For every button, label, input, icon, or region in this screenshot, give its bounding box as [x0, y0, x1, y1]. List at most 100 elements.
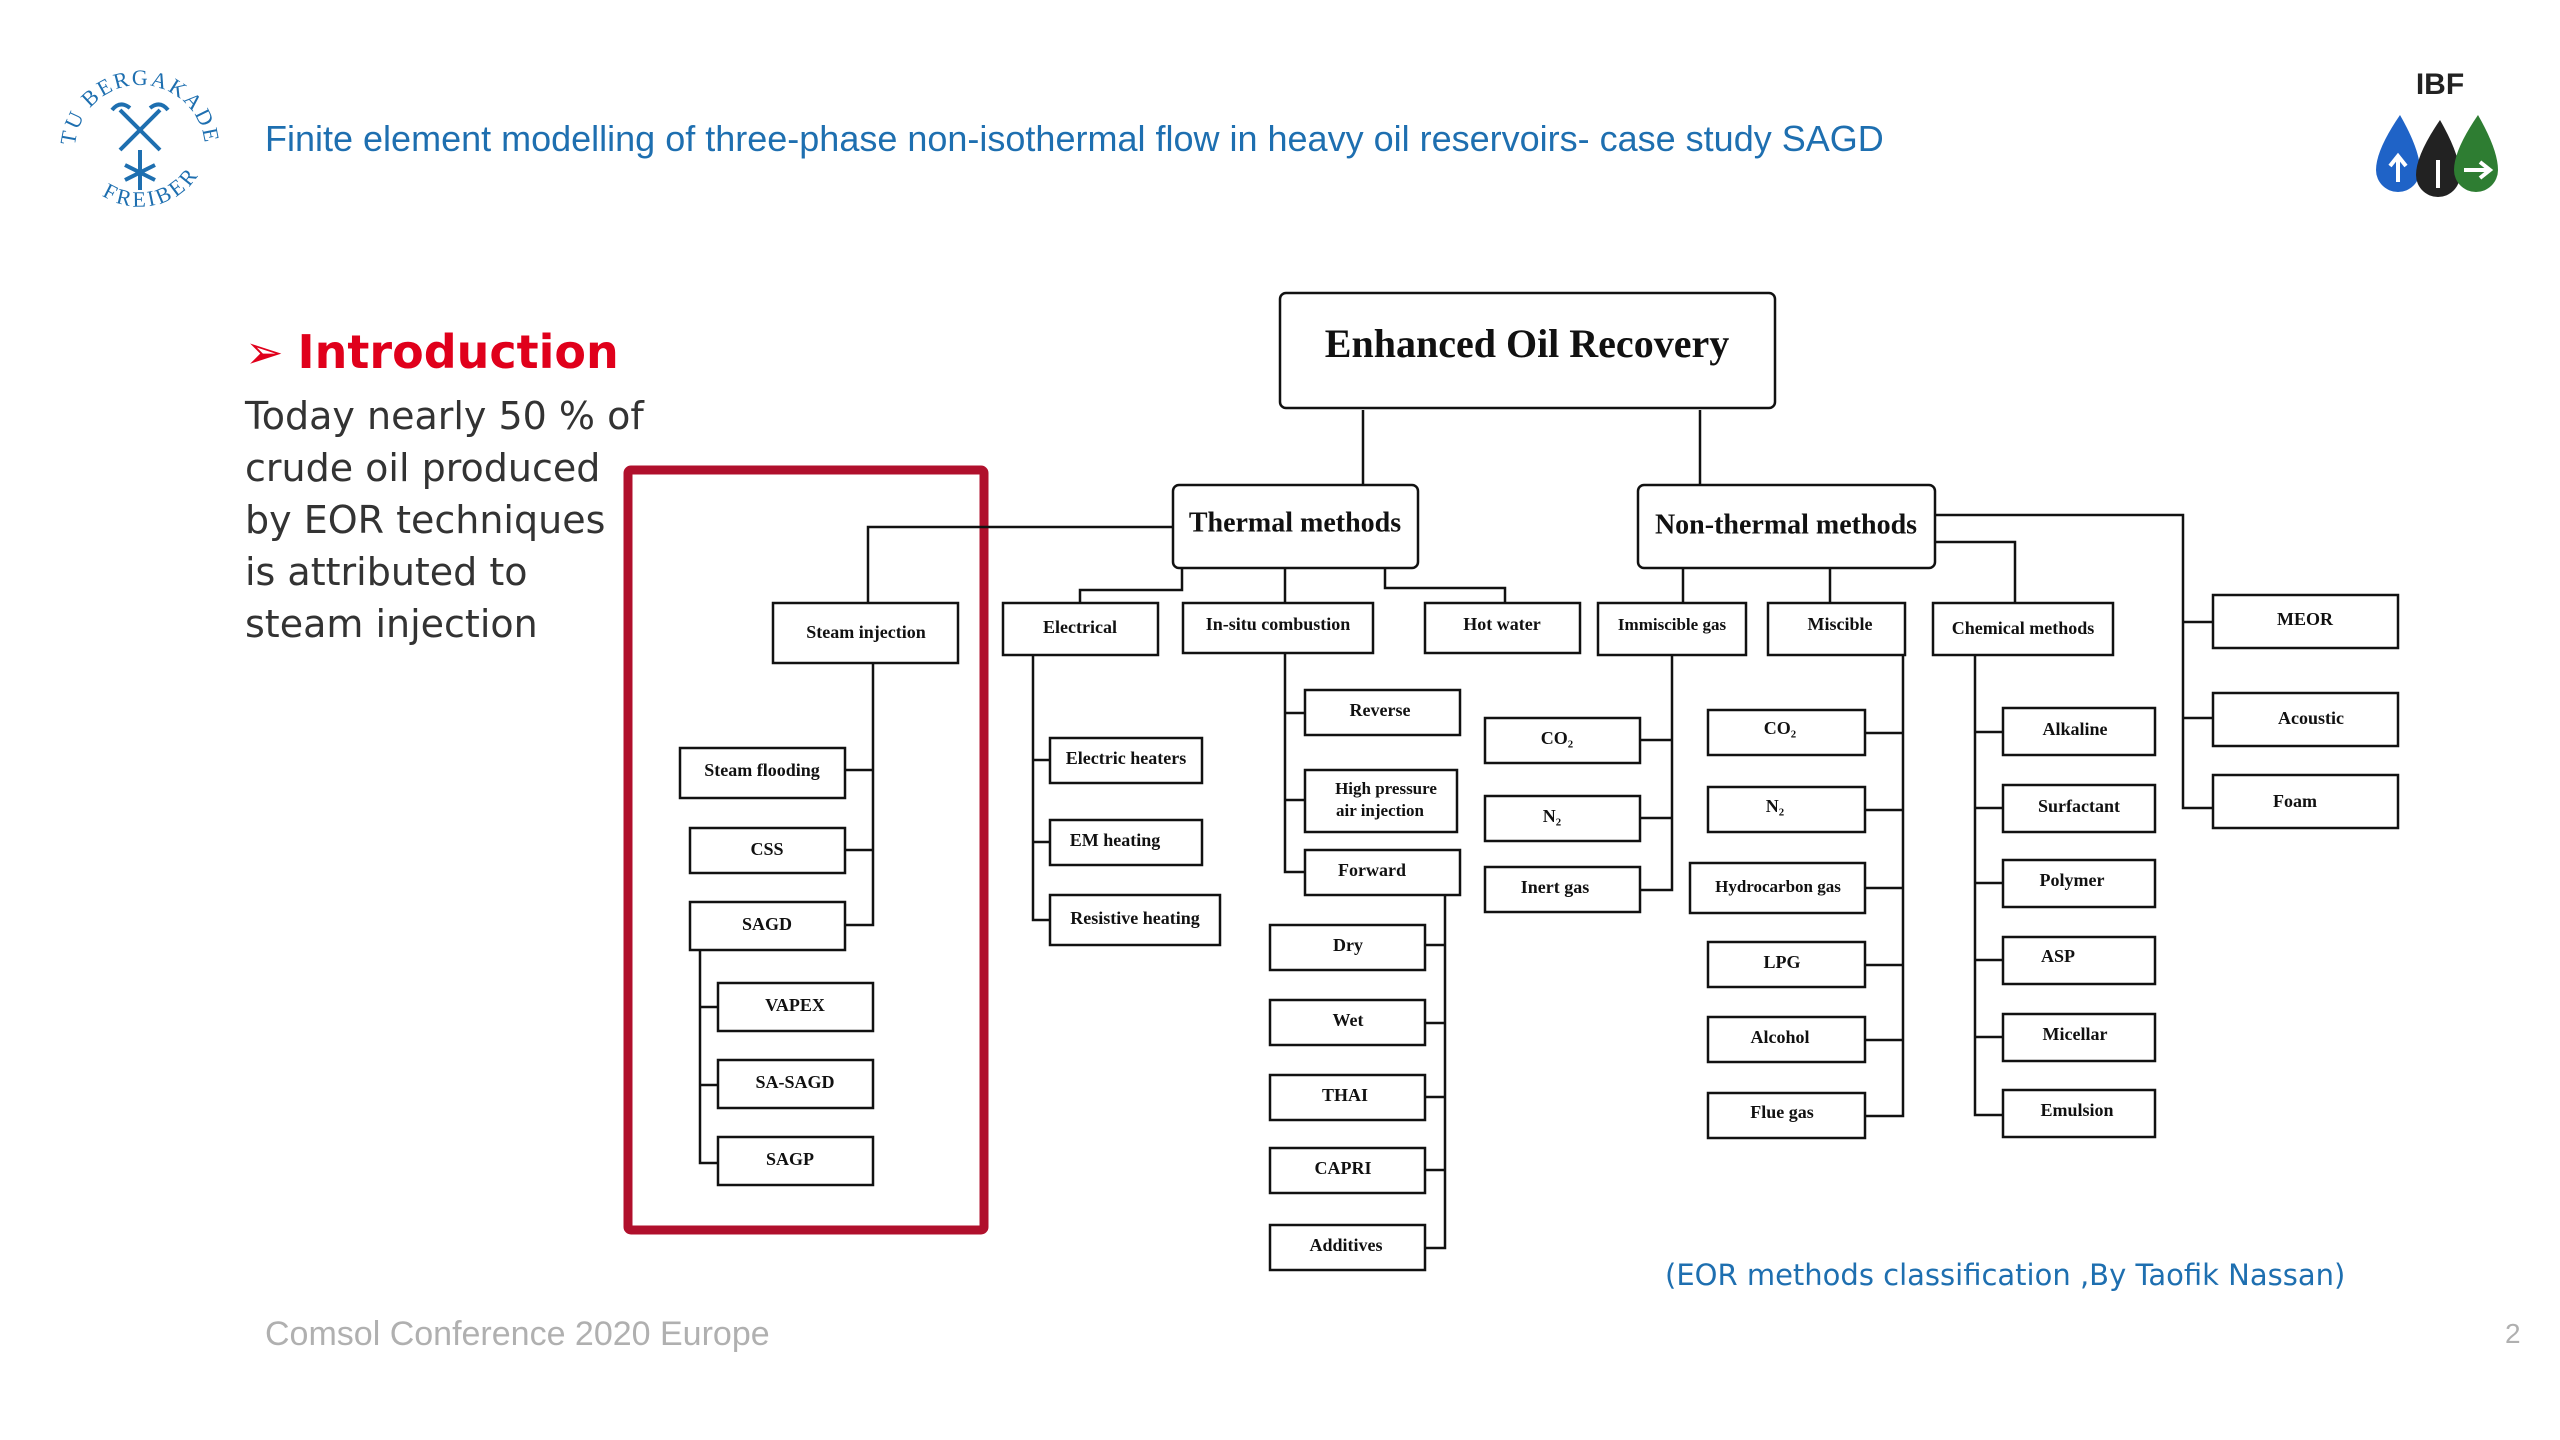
node-in-situ-combustion: In-situ combustion — [1181, 601, 1375, 655]
presentation-title: Finite element modelling of three-phase … — [265, 118, 1884, 159]
node-em-heating: EM heating — [1048, 818, 1204, 867]
node-sagd: SAGD — [688, 900, 847, 952]
svg-text:Polymer: Polymer — [2040, 870, 2105, 890]
svg-text:Steam injection: Steam injection — [806, 622, 925, 642]
node-css: CSS — [688, 826, 847, 875]
svg-text:Inert gas: Inert gas — [1521, 877, 1590, 897]
node-additives: Additives — [1268, 1223, 1427, 1272]
svg-text:Alkaline: Alkaline — [2042, 719, 2107, 739]
svg-text:Emulsion: Emulsion — [2040, 1100, 2113, 1120]
node-enhanced-oil-recovery: Enhanced Oil Recovery — [1278, 291, 1777, 410]
svg-text:Electric heaters: Electric heaters — [1066, 748, 1186, 768]
svg-text:SA-SAGD: SA-SAGD — [755, 1072, 834, 1092]
svg-text:N₂: N₂ — [1766, 796, 1784, 816]
svg-text:Dry: Dry — [1333, 935, 1363, 955]
node-meor: MEOR — [2211, 593, 2400, 650]
node-asp: ASP — [2001, 935, 2157, 986]
svg-text:N₂: N₂ — [1543, 806, 1561, 826]
svg-text:Reverse: Reverse — [1350, 700, 1411, 720]
svg-text:SAGP: SAGP — [766, 1149, 814, 1169]
tu-freiberg-logo: TU BERGAKADEMIE FREIBERG — [29, 20, 240, 240]
svg-text:Surfactant: Surfactant — [2038, 796, 2120, 816]
node-miscible-n2: N₂ — [1706, 785, 1867, 834]
svg-text:Steam flooding: Steam flooding — [704, 760, 820, 780]
footer-conference: Comsol Conference 2020 Europe — [265, 1315, 770, 1353]
svg-text:THAI: THAI — [1322, 1085, 1368, 1105]
svg-text:CO₂: CO₂ — [1764, 718, 1796, 738]
svg-text:VAPEX: VAPEX — [765, 995, 825, 1015]
svg-text:Non-thermal methods: Non-thermal methods — [1655, 509, 1917, 540]
svg-text:Wet: Wet — [1333, 1010, 1364, 1030]
svg-text:CO₂: CO₂ — [1541, 728, 1573, 748]
svg-text:Acoustic: Acoustic — [2278, 708, 2344, 728]
svg-text:MEOR: MEOR — [2277, 609, 2334, 629]
node-electrical: Electrical — [1001, 601, 1160, 657]
node-thermal-methods: Thermal methods — [1171, 483, 1420, 570]
svg-text:Hydrocarbon gas: Hydrocarbon gas — [1715, 877, 1841, 896]
svg-text:In-situ combustion: In-situ combustion — [1206, 614, 1351, 634]
ibf-logo: IBF — [2360, 60, 2510, 210]
node-immiscible-co2: CO₂ — [1483, 716, 1642, 765]
page-number: 2 — [2505, 1318, 2521, 1349]
node-miscible-co2: CO₂ — [1706, 708, 1867, 757]
node-hydrocarbon-gas: Hydrocarbon gas — [1688, 861, 1867, 915]
intro-heading: ➢Introduction — [245, 325, 619, 379]
diagram-connectors — [698, 410, 2213, 1250]
node-alcohol: Alcohol — [1706, 1015, 1867, 1064]
steam-injection-highlight-box — [623, 465, 989, 1235]
svg-text:Chemical methods: Chemical methods — [1952, 618, 2095, 638]
node-sa-sagd: SA-SAGD — [716, 1058, 875, 1110]
svg-text:Hot water: Hot water — [1463, 614, 1540, 634]
diagram-credit: (EOR methods classification ,By Taofik N… — [1665, 1258, 2346, 1292]
node-immiscible-n2: N₂ — [1483, 794, 1642, 843]
node-capri: CAPRI — [1268, 1146, 1427, 1195]
node-steam-flooding: Steam flooding — [678, 746, 847, 800]
node-sagp: SAGP — [716, 1135, 875, 1187]
svg-text:EM heating: EM heating — [1070, 830, 1161, 850]
node-steam-injection: Steam injection — [771, 601, 960, 665]
svg-text:air injection: air injection — [1336, 801, 1425, 820]
svg-text:IBF: IBF — [2416, 68, 2464, 101]
svg-text:SAGD: SAGD — [742, 914, 792, 934]
svg-text:Foam: Foam — [2273, 791, 2317, 811]
svg-text:Alcohol: Alcohol — [1750, 1027, 1809, 1047]
svg-text:Electrical: Electrical — [1043, 617, 1117, 637]
node-miscible: Miscible — [1766, 601, 1907, 657]
intro-heading-label: Introduction — [297, 325, 619, 379]
node-lpg: LPG — [1706, 940, 1867, 989]
node-inert-gas: Inert gas — [1483, 865, 1642, 914]
node-immiscible-gas: Immiscible gas — [1596, 601, 1748, 657]
node-polymer: Polymer — [2001, 858, 2157, 909]
svg-text:Additives: Additives — [1309, 1235, 1382, 1255]
svg-text:Micellar: Micellar — [2043, 1024, 2108, 1044]
node-electric-heaters: Electric heaters — [1048, 736, 1204, 785]
node-vapex: VAPEX — [716, 981, 875, 1033]
svg-text:ASP: ASP — [2041, 946, 2075, 966]
svg-text:Resistive heating: Resistive heating — [1070, 908, 1200, 928]
node-alkaline: Alkaline — [2001, 706, 2157, 757]
svg-text:Thermal methods: Thermal methods — [1189, 507, 1401, 538]
node-wet: Wet — [1268, 998, 1427, 1047]
arrow-bullet-icon: ➢ — [245, 325, 284, 379]
svg-text:Forward: Forward — [1338, 860, 1406, 880]
node-forward: Forward — [1303, 848, 1462, 897]
node-resistive-heating: Resistive heating — [1048, 893, 1222, 947]
node-high-pressure-air-injection: High pressure air injection — [1303, 768, 1459, 834]
svg-text:Immiscible gas: Immiscible gas — [1618, 615, 1727, 634]
node-acoustic: Acoustic — [2211, 691, 2400, 748]
svg-text:Enhanced Oil Recovery: Enhanced Oil Recovery — [1325, 321, 1729, 366]
node-surfactant: Surfactant — [2001, 783, 2157, 834]
svg-text:CSS: CSS — [750, 839, 783, 859]
node-chemical-methods: Chemical methods — [1931, 601, 2115, 657]
svg-text:High pressure: High pressure — [1335, 779, 1437, 798]
node-flue-gas: Flue gas — [1706, 1091, 1867, 1140]
node-emulsion: Emulsion — [2001, 1088, 2157, 1139]
intro-paragraph: Today nearly 50 % of crude oil produced … — [245, 394, 644, 646]
svg-text:LPG: LPG — [1763, 952, 1800, 972]
svg-text:Flue gas: Flue gas — [1750, 1102, 1814, 1122]
node-micellar: Micellar — [2001, 1012, 2157, 1063]
svg-text:Miscible: Miscible — [1808, 614, 1873, 634]
svg-text:CAPRI: CAPRI — [1315, 1158, 1372, 1178]
node-reverse: Reverse — [1303, 688, 1462, 737]
